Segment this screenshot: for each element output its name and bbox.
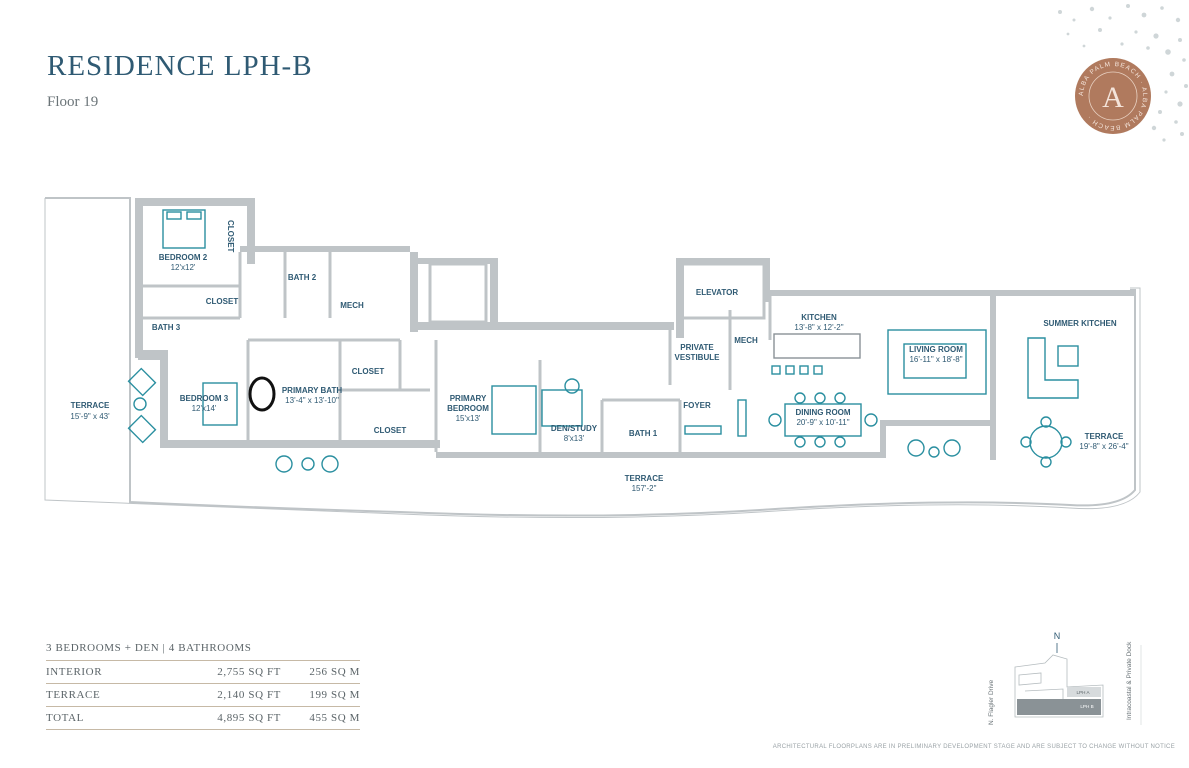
stats-row-terrace: TERRACE 2,140 SQ FT 199 SQ M [46, 684, 360, 707]
room-closet-b2-label: CLOSET [206, 297, 239, 306]
room-elevator-label: ELEVATOR [696, 288, 738, 297]
room-summer-kitchen-label: SUMMER KITCHEN [1043, 319, 1117, 328]
room-primary-bath-dim: 13'-4" x 13'-10" [285, 396, 339, 405]
room-kitchen-dim: 13'-8" x 12'-2" [794, 323, 843, 332]
room-foyer-label: FOYER [683, 401, 711, 410]
room-kitchen-label: KITCHEN [801, 313, 837, 322]
north-label: N [1054, 631, 1061, 641]
stats-sqft: 2,140 SQ FT [217, 689, 281, 701]
room-terrace-south-label: TERRACE [625, 474, 664, 483]
room-terrace-west-dim: 15'-9" x 43' [70, 412, 110, 421]
floor-label: Floor 19 [47, 94, 99, 110]
logo-letter: A [1102, 81, 1124, 114]
decorative-dots [1058, 4, 1188, 142]
unit-a-label: LPH A [1076, 690, 1090, 695]
disclaimer: ARCHITECTURAL FLOORPLANS ARE IN PRELIMIN… [772, 744, 1175, 750]
room-mech-2-label: MECH [734, 336, 758, 345]
stats-sqft: 4,895 SQ FT [217, 712, 281, 724]
room-living-label: LIVING ROOM [909, 345, 963, 354]
room-dining-dim: 20'-9" x 10'-11" [796, 418, 849, 427]
floor-plan: BEDROOM 2 12'x12' CLOSET BATH 2 CLOSET M… [44, 197, 1141, 519]
room-terrace-west-label: TERRACE [71, 401, 110, 410]
room-closet-pb2-label: CLOSET [374, 426, 407, 435]
stats-sqm: 256 SQ M [309, 666, 360, 678]
room-living-dim: 16'-11" x 18'-8" [909, 355, 962, 364]
room-bedroom3-label: BEDROOM 3 [180, 394, 229, 403]
terrace-outline [45, 197, 1136, 517]
stats-sqm: 455 SQ M [309, 712, 360, 724]
room-dining-label: DINING ROOM [795, 408, 850, 417]
room-labels: BEDROOM 2 12'x12' CLOSET BATH 2 CLOSET M… [70, 220, 1128, 493]
stats-row-total: TOTAL 4,895 SQ FT 455 SQ M [46, 707, 360, 730]
area-summary: 3 BEDROOMS + DEN | 4 BATHROOMS INTERIOR … [46, 642, 360, 730]
room-terrace-east-dim: 19'-8" x 26'-4" [1079, 442, 1128, 451]
room-den-label: DEN/STUDY [551, 424, 598, 433]
stats-sqm: 199 SQ M [309, 689, 360, 701]
stats-label: TOTAL [46, 712, 84, 724]
street-west-label: N. Flagler Drive [988, 679, 995, 725]
room-closet-top-label: CLOSET [226, 220, 235, 253]
room-bath2-label: BATH 2 [288, 273, 317, 282]
room-den-dim: 8'x13' [564, 434, 585, 443]
unit-b-label: LPH B [1080, 704, 1093, 709]
key-plan: N N. Flagler Drive Intracoastal & Privat… [988, 631, 1142, 725]
stats-label: TERRACE [46, 689, 101, 701]
room-bedroom2-label: BEDROOM 2 [159, 253, 208, 262]
stats-row-interior: INTERIOR 2,755 SQ FT 256 SQ M [46, 661, 360, 684]
room-closet-pb-label: CLOSET [352, 367, 385, 376]
stats-label: INTERIOR [46, 666, 103, 678]
room-terrace-east-label: TERRACE [1085, 432, 1124, 441]
room-bedroom2-dim: 12'x12' [171, 263, 196, 272]
room-bedroom3-dim: 12'x14' [192, 404, 217, 413]
room-bath3-label: BATH 3 [152, 323, 181, 332]
bed-bath-summary: 3 BEDROOMS + DEN | 4 BATHROOMS [46, 642, 360, 661]
room-bath1-label: BATH 1 [629, 429, 658, 438]
room-primary-bedroom-dim: 15'x13' [456, 414, 481, 423]
street-east-label: Intracoastal & Private Dock [1126, 641, 1133, 720]
room-primary-bath-label: PRIMARY BATH [282, 386, 343, 395]
alba-logo: ALBA PALM BEACH · ALBA PALM BEACH · A [1075, 58, 1151, 134]
page-title: RESIDENCE LPH-B [47, 50, 313, 82]
room-mech-1-label: MECH [340, 301, 364, 310]
stats-sqft: 2,755 SQ FT [217, 666, 281, 678]
room-terrace-south-dim: 157'-2" [632, 484, 657, 493]
